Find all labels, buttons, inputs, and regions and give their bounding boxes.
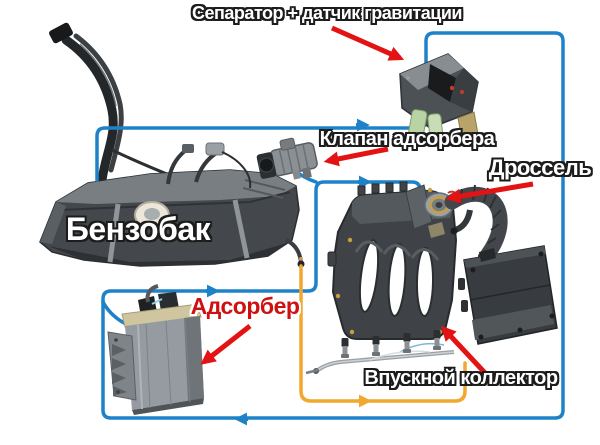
callout-arrow-adsorber [200, 324, 252, 365]
label-separator: Сепаратор + датчик гравитации [192, 3, 462, 23]
label-adsorber: Адсорбер [190, 293, 300, 319]
tank-fuel-outlet [285, 238, 303, 263]
label-adsorber-valve: Клапан адсорбера [319, 128, 495, 150]
label-fuel-tank: Бензобак [65, 211, 211, 247]
callout-arrow-manifold [440, 325, 488, 376]
separator-illustration [399, 53, 479, 143]
throttle-illustration [405, 184, 459, 238]
fuel-supply-line [299, 264, 467, 403]
label-intake-manifold: Впускной коллектор [364, 367, 558, 389]
callout-arrow-separator [330, 25, 405, 61]
callout-arrow-valve [323, 146, 389, 167]
callout-arrow-throttle [445, 181, 534, 204]
label-throttle: Дроссель [488, 155, 592, 180]
fuel-rail-injectors [305, 330, 455, 375]
adsorber-illustration [107, 284, 204, 415]
air-filter-box [458, 245, 558, 345]
adsorber-valve-illustration [256, 137, 318, 180]
fuel-tank-illustration [39, 142, 305, 268]
